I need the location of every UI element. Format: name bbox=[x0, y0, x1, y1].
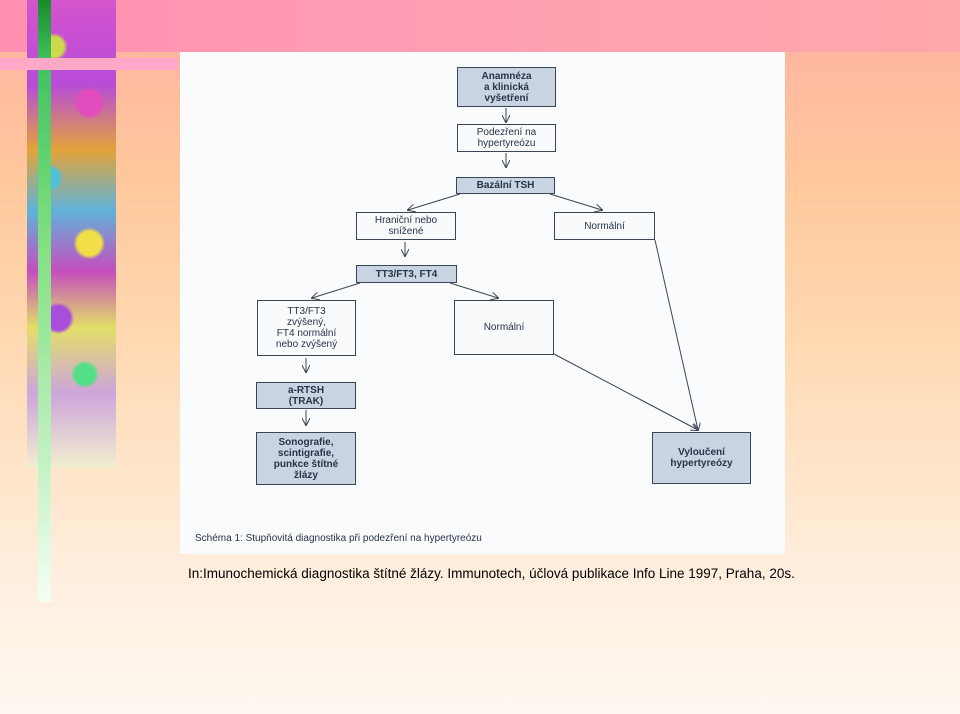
green-accent-bar bbox=[38, 0, 51, 602]
node-tt3-zvyseny: TT3/FT3 zvýšený, FT4 normální nebo zvýše… bbox=[257, 300, 356, 356]
source-credit: In:Imunochemická diagnostika štítné žláz… bbox=[188, 566, 795, 581]
node-vylouceni-hypertyreozy: Vyloučení hypertyreózy bbox=[652, 432, 751, 484]
node-normalni-tt3: Normální bbox=[454, 300, 554, 355]
node-bazalni-tsh: Bazální TSH bbox=[456, 177, 555, 194]
arrow-tt3-zvyseny bbox=[312, 282, 361, 298]
node-a-rtsh-trak: a-RTSH (TRAK) bbox=[256, 382, 356, 409]
arrow-bazalni-hranicni bbox=[408, 193, 461, 210]
arrow-tt3-normalni2 bbox=[449, 282, 498, 298]
arrow-normalni2-vylouceni bbox=[553, 353, 698, 430]
arrow-bazalni-normalni1 bbox=[549, 193, 602, 210]
top-decorative-band bbox=[0, 0, 960, 52]
node-podezreni: Podezření na hypertyreózu bbox=[457, 124, 556, 152]
node-tt3-ft3-ft4: TT3/FT3, FT4 bbox=[356, 265, 457, 283]
figure-caption: Schéma 1: Stupňovitá diagnostika při pod… bbox=[195, 533, 482, 544]
pink-accent-bar bbox=[0, 58, 178, 70]
arrow-normalni1-vylouceni bbox=[654, 239, 698, 430]
flowchart-figure: Anamnéza a klinická vyšetření Podezření … bbox=[180, 52, 785, 554]
node-sonografie: Sonografie, scintigrafie, punkce štítné … bbox=[256, 432, 356, 485]
node-normalni-tsh: Normální bbox=[554, 212, 655, 240]
node-anamneza: Anamnéza a klinická vyšetření bbox=[457, 67, 556, 107]
flowchart-connectors bbox=[180, 108, 785, 554]
node-hranicni-nebo-snizene: Hraniční nebo snížené bbox=[356, 212, 456, 240]
